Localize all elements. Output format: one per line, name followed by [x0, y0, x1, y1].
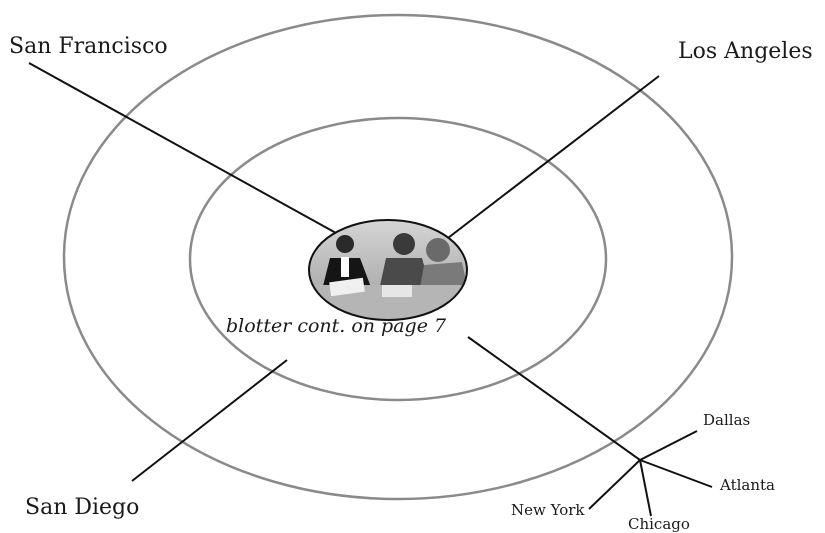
line-san-diego [131, 359, 288, 482]
line-new-york [588, 459, 641, 510]
meeting-photo-icon [308, 219, 468, 321]
line-atlanta [639, 459, 713, 488]
label-dallas: Dallas [703, 411, 751, 429]
line-chicago [639, 459, 652, 517]
line-dallas [639, 430, 698, 461]
label-chicago: Chicago [628, 515, 690, 533]
line-san-francisco [28, 62, 337, 234]
line-los-angeles [447, 75, 660, 239]
inner-ring [188, 116, 608, 402]
label-san-francisco: San Francisco [9, 34, 168, 59]
label-atlanta: Atlanta [720, 476, 775, 494]
label-los-angeles: Los Angeles [678, 39, 813, 64]
line-page7 [467, 336, 641, 461]
outer-ring [62, 13, 734, 501]
continuation-caption: blotter cont. on page 7 [226, 315, 447, 337]
label-new-york: New York [511, 501, 585, 519]
label-san-diego: San Diego [25, 495, 140, 520]
